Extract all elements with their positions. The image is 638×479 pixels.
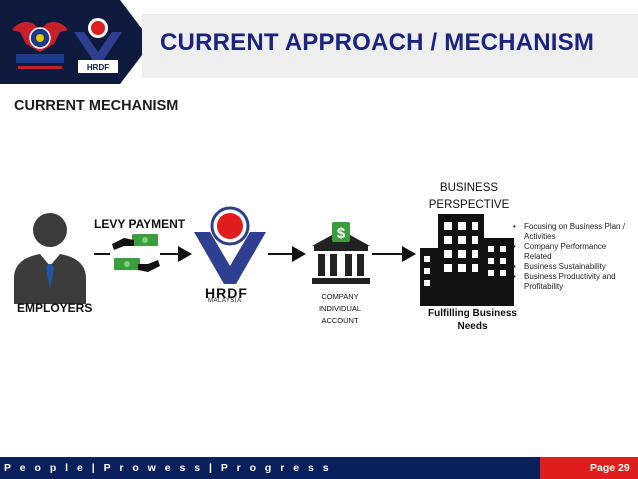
footer-tagline: P e o p l e | P r o w e s s | P r o g r …	[4, 462, 332, 474]
bullet-item: Company Performance Related	[512, 242, 634, 262]
logo-panel: HRDF	[0, 0, 152, 84]
hrdf-logo: HRDF	[74, 18, 122, 73]
ministry-crest-logo	[12, 22, 68, 69]
employer-icon	[14, 213, 86, 304]
account-label: COMPANY INDIVIDUAL ACCOUNT	[318, 292, 362, 325]
hrdf-logo-text: HRDF	[87, 63, 109, 72]
employers-label: EMPLOYERS	[17, 301, 93, 315]
fulfilling-needs-label: Fulfilling Business Needs	[428, 308, 517, 332]
hrdf-subtext: MALAYSIA	[208, 298, 242, 304]
levy-payment-label: LEVY PAYMENT	[94, 217, 186, 231]
hrdf-emblem-icon	[194, 206, 266, 284]
page-number-box	[540, 457, 638, 479]
page-title: CURRENT APPROACH / MECHANISM	[160, 29, 595, 56]
business-perspective-label: BUSINESS PERSPECTIVE	[428, 182, 510, 211]
business-bullets: Focusing on Business Plan / Activities C…	[512, 222, 634, 292]
bullet-item: Focusing on Business Plan / Activities	[512, 222, 634, 242]
hrdf-text: HRDF	[205, 285, 248, 301]
bullet-item: Business Productivity and Profitability	[512, 272, 634, 292]
bullet-item: Business Sustainability	[512, 262, 634, 272]
bank-icon: $	[312, 222, 370, 284]
office-building-icon	[420, 214, 514, 306]
title-bar	[142, 14, 638, 78]
section-title: CURRENT MECHANISM	[14, 98, 179, 114]
svg-text:$: $	[337, 225, 346, 242]
page-number: Page 29	[590, 462, 630, 474]
money-exchange-icon	[112, 234, 160, 272]
footer-bar	[0, 457, 638, 479]
